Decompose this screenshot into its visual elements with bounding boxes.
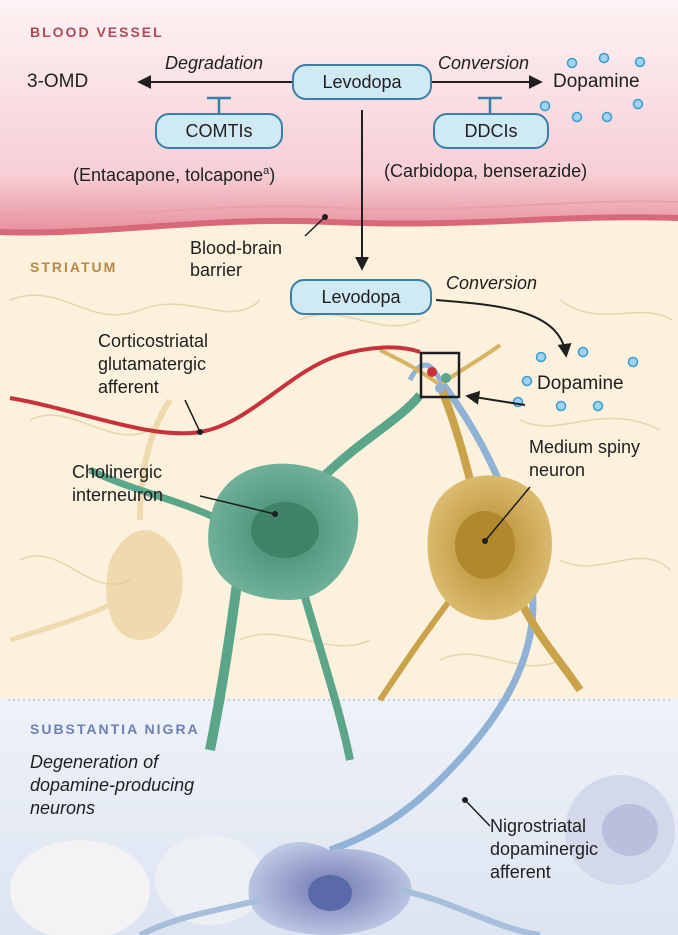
degradation-label: Degradation	[165, 52, 263, 74]
nigrostriatal-label-line1: Nigrostriatal	[490, 815, 586, 837]
degeneration-label-line1: Degeneration of	[30, 751, 158, 773]
cholinergic-label-line2: interneuron	[72, 484, 163, 506]
ddcis-pill: DDCIs	[433, 113, 549, 149]
region-striatum: STRIATUM	[30, 258, 117, 276]
nigrostriatal-label-line3: afferent	[490, 861, 551, 883]
region-blood-vessel: BLOOD VESSEL	[30, 23, 164, 41]
cholinergic-label-line1: Cholinergic	[72, 461, 162, 483]
dopamine-label-vessel: Dopamine	[553, 71, 640, 93]
nigrostriatal-label-line2: dopaminergic	[490, 838, 598, 860]
corticostriatal-label-line2: glutamatergic	[98, 353, 206, 375]
barrier-label-line1: Blood-brain	[190, 237, 282, 259]
corticostriatal-label-line3: afferent	[98, 376, 159, 398]
msn-label-line2: neuron	[529, 459, 585, 481]
barrier-label-line2: barrier	[190, 259, 242, 281]
omd-label: 3-OMD	[27, 71, 88, 93]
comti-examples-text: (Entacapone, tolcapone	[73, 165, 263, 185]
degeneration-label-line3: neurons	[30, 797, 95, 819]
degeneration-label-line2: dopamine-producing	[30, 774, 194, 796]
region-substantia-nigra: SUBSTANTIA NIGRA	[30, 720, 200, 738]
levodopa-pill-striatum: Levodopa	[290, 279, 432, 315]
ddci-examples: (Carbidopa, benserazide)	[384, 160, 587, 182]
levodopa-pill-vessel: Levodopa	[292, 64, 432, 100]
conversion-label-vessel: Conversion	[438, 52, 529, 74]
comtis-pill: COMTIs	[155, 113, 283, 149]
comti-examples: (Entacapone, tolcaponea)	[73, 160, 275, 186]
dopamine-label-striatum: Dopamine	[537, 373, 624, 395]
msn-label-line1: Medium spiny	[529, 436, 640, 458]
conversion-label-striatum: Conversion	[446, 272, 537, 294]
comti-examples-close: )	[269, 165, 275, 185]
corticostriatal-label-line1: Corticostriatal	[98, 330, 208, 352]
